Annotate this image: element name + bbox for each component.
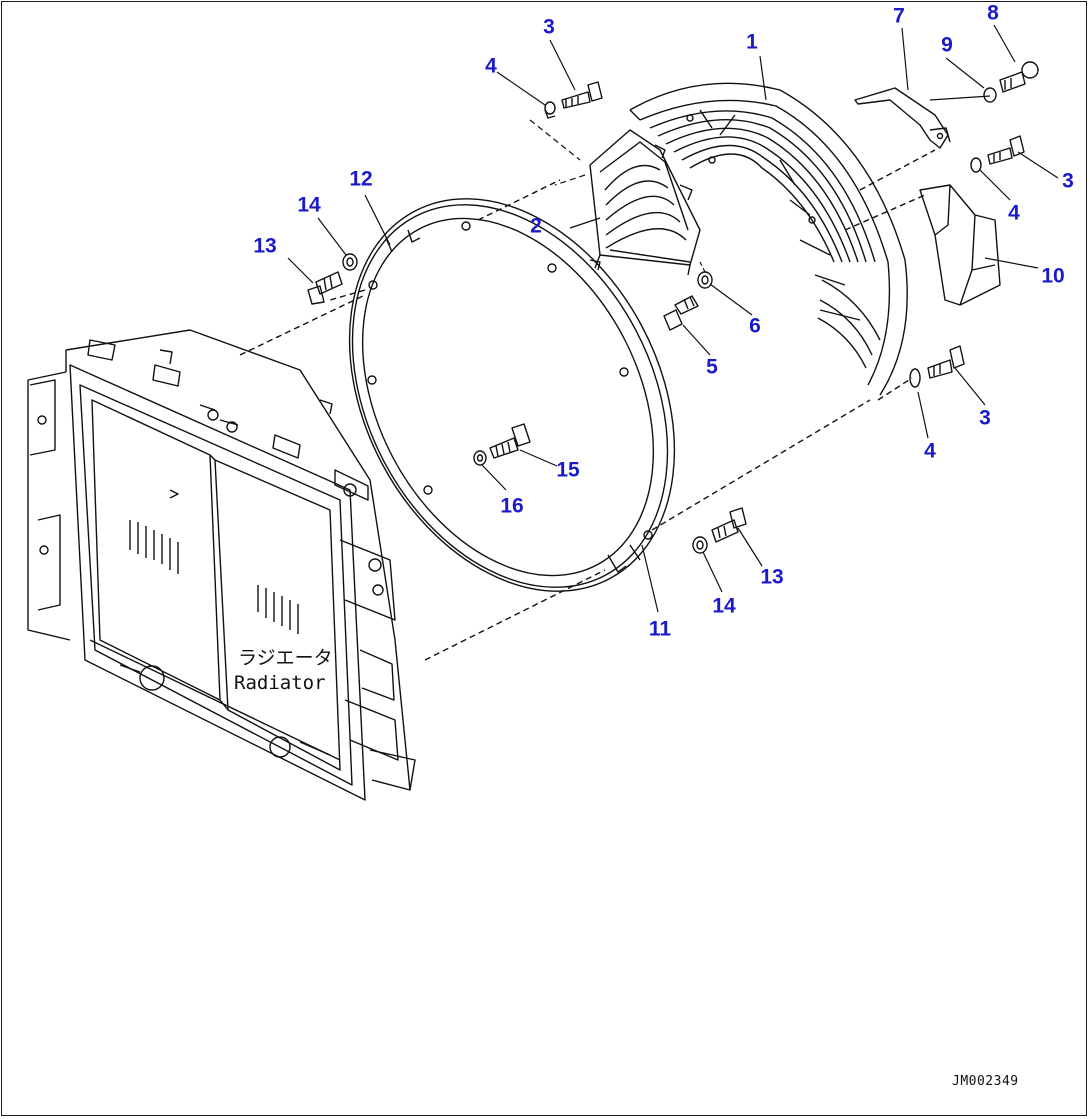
callout-11: 11 bbox=[648, 617, 672, 641]
callout-10: 10 bbox=[1041, 264, 1065, 288]
fan-guard-large bbox=[629, 82, 936, 401]
callout-4: 4 bbox=[1008, 201, 1020, 225]
callout-5: 5 bbox=[706, 355, 718, 379]
callout-4: 4 bbox=[924, 439, 936, 463]
cover-bracket-7 bbox=[854, 87, 951, 149]
callout-16: 16 bbox=[500, 494, 524, 518]
callout-9: 9 bbox=[941, 33, 953, 57]
callout-15: 15 bbox=[556, 458, 580, 482]
callout-7: 7 bbox=[893, 4, 905, 28]
callout-3: 3 bbox=[1062, 169, 1074, 193]
callout-6: 6 bbox=[749, 314, 761, 338]
callout-13: 13 bbox=[253, 234, 277, 258]
callout-3: 3 bbox=[979, 406, 991, 430]
callout-3: 3 bbox=[543, 15, 555, 39]
radiator-assembly bbox=[27, 294, 606, 801]
callout-14: 14 bbox=[297, 193, 321, 217]
radiator-label-english: Radiator bbox=[234, 672, 326, 694]
callout-2: 2 bbox=[530, 214, 542, 238]
callout-13: 13 bbox=[760, 565, 784, 589]
callout-1: 1 bbox=[746, 30, 758, 54]
callout-12: 12 bbox=[349, 167, 373, 191]
shroud-ring bbox=[329, 179, 871, 592]
callout-8: 8 bbox=[987, 1, 999, 25]
leader-lines bbox=[287, 24, 1059, 613]
fan-guard-small bbox=[589, 129, 701, 276]
callout-4: 4 bbox=[485, 54, 497, 78]
cover-plate-10 bbox=[919, 184, 1001, 306]
callout-14: 14 bbox=[712, 594, 736, 618]
fasteners bbox=[307, 61, 1039, 554]
radiator-label-japanese: ラジエータ bbox=[238, 647, 333, 669]
drawing-number: JM002349 bbox=[952, 1074, 1019, 1089]
